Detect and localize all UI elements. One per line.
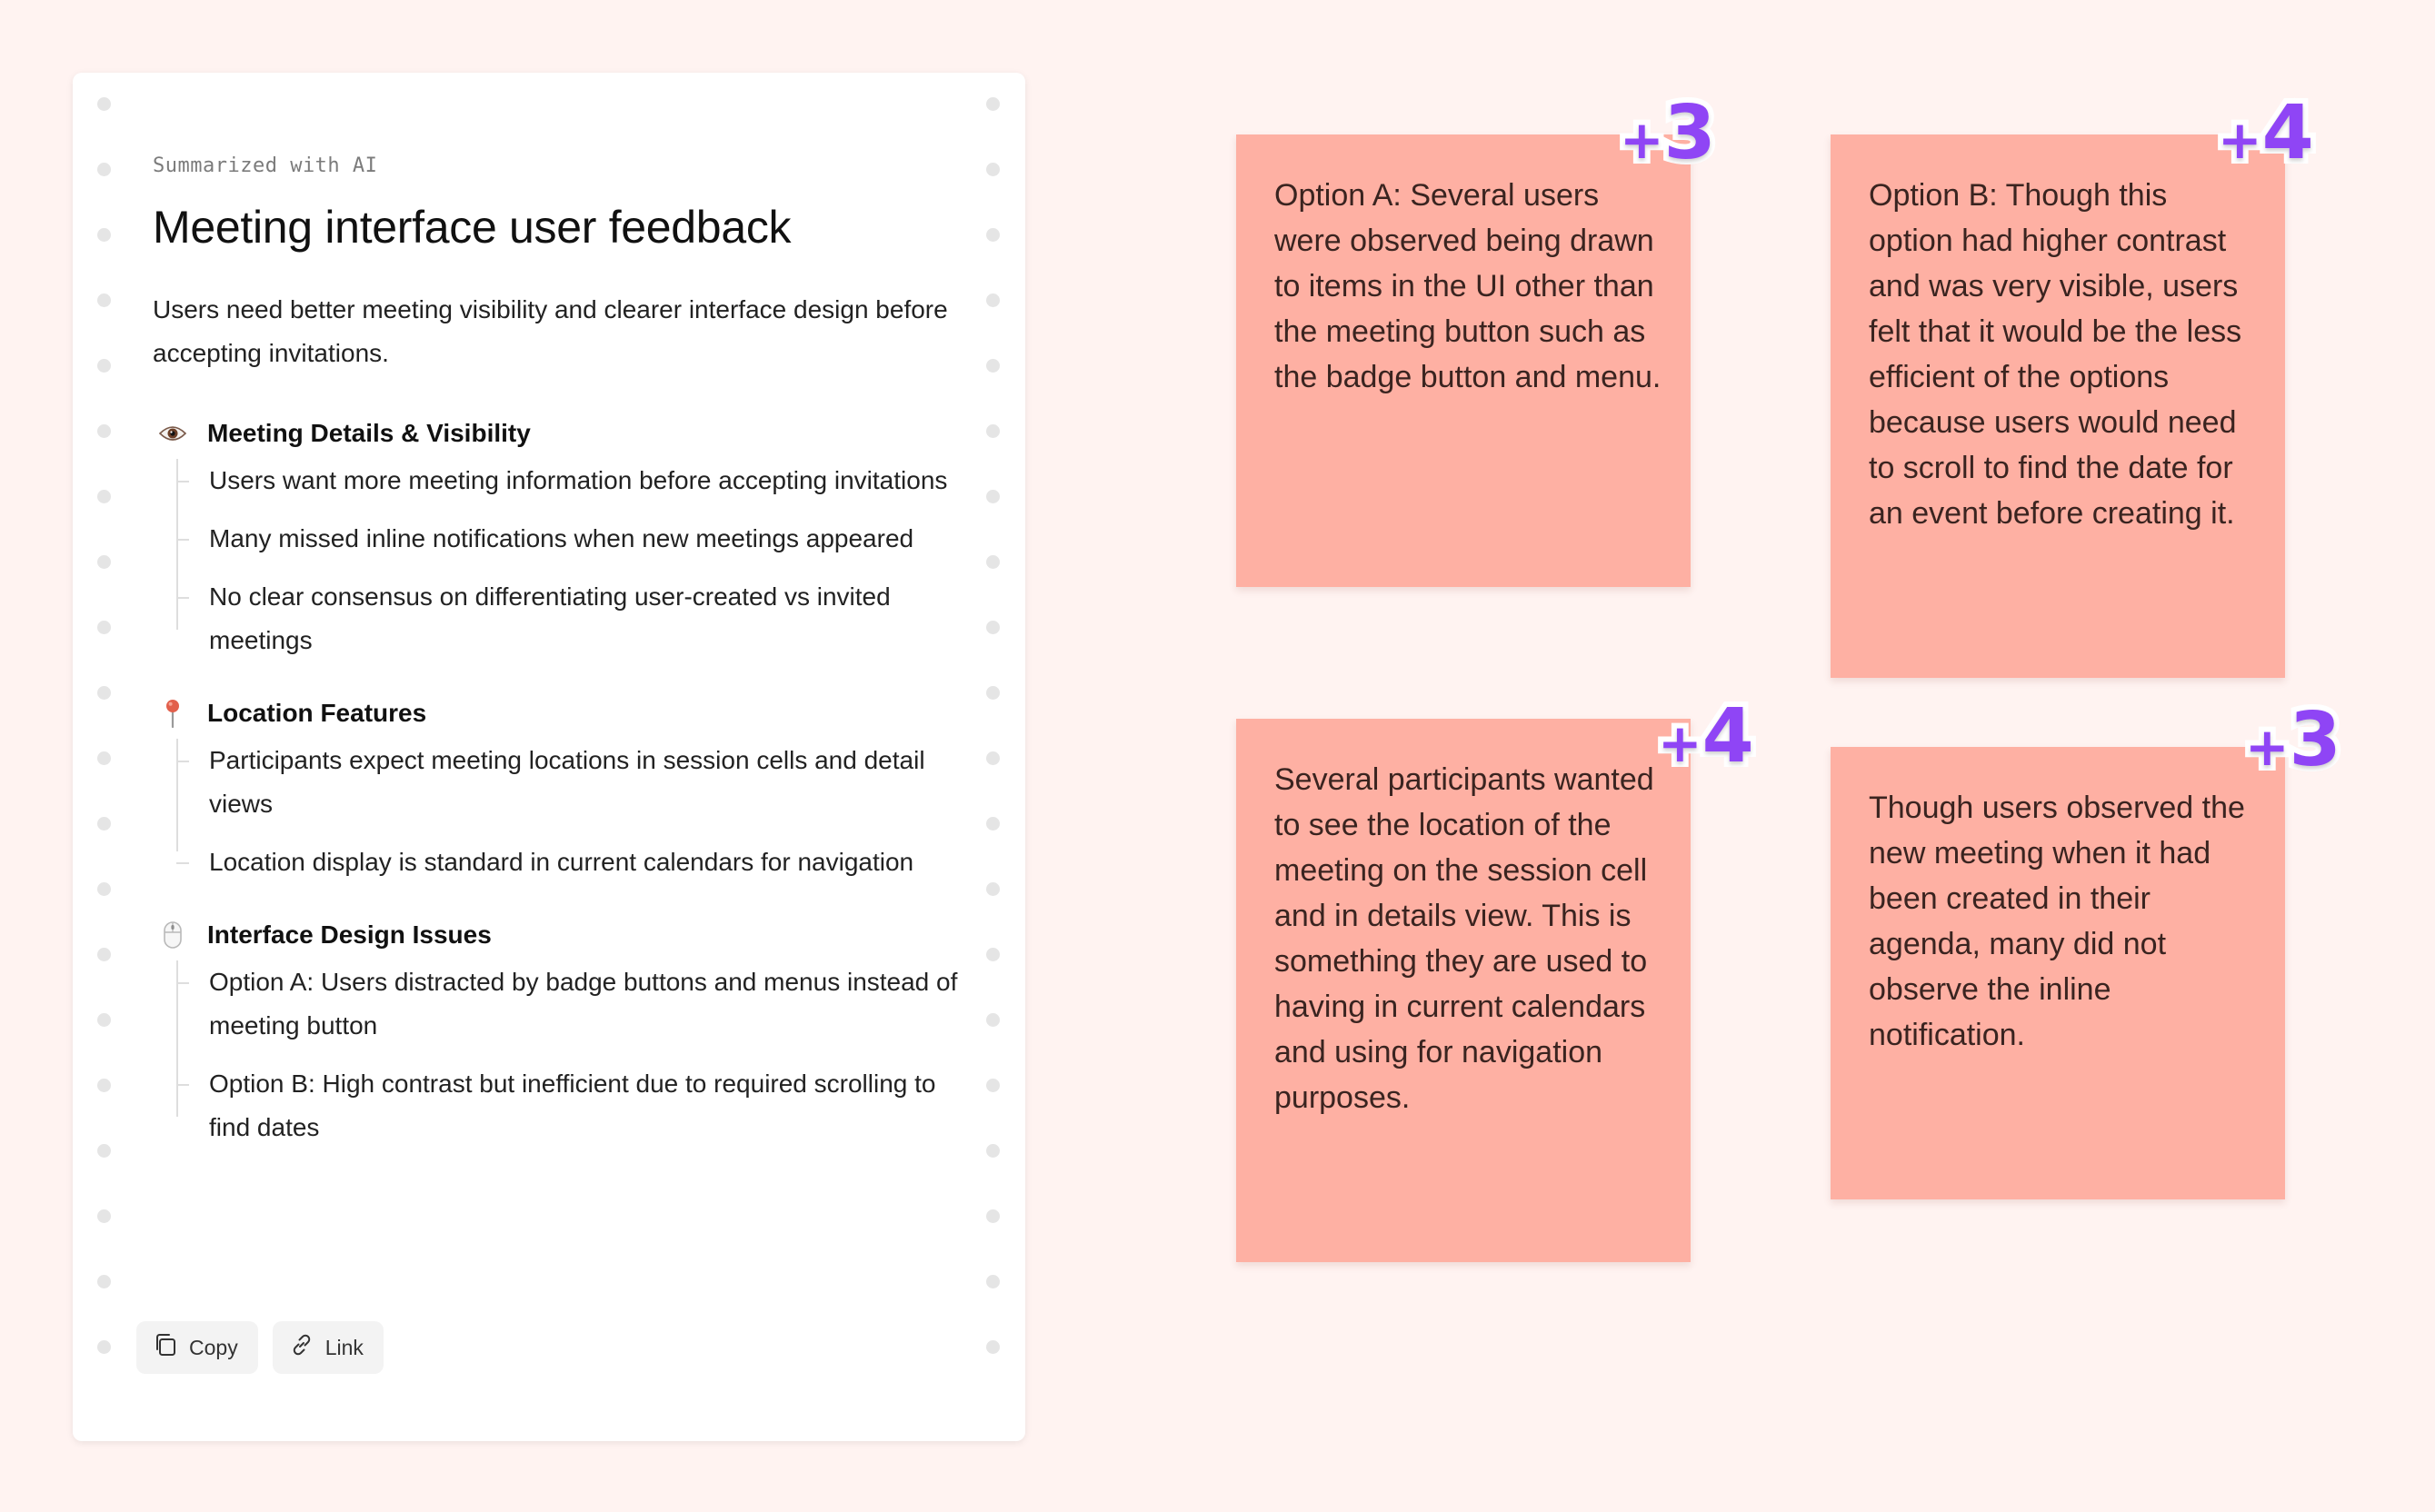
mouse-icon	[156, 919, 189, 951]
perforation-dot	[97, 686, 111, 700]
perforation-dot	[986, 1209, 1000, 1223]
ai-summary-card[interactable]: Summarized with AI Meeting interface use…	[73, 73, 1025, 1441]
section-header: Location Features	[153, 695, 971, 731]
section-title: Location Features	[207, 699, 427, 727]
perforation-dot	[97, 817, 111, 831]
perforation-dot	[986, 1144, 1000, 1158]
section-header: Meeting Details & Visibility	[153, 415, 971, 452]
perforation-dot	[986, 163, 1000, 176]
bullet-list: Users want more meeting information befo…	[176, 459, 971, 662]
perforation-dot	[97, 1275, 111, 1288]
plus-icon: +	[2240, 715, 2295, 779]
perforation-dot	[986, 817, 1000, 831]
perforation-dot	[986, 424, 1000, 438]
link-icon	[289, 1332, 314, 1363]
perforation-dot	[986, 228, 1000, 242]
perforation-dot	[97, 293, 111, 307]
copy-button[interactable]: Copy	[136, 1321, 258, 1374]
perforation-dot	[986, 555, 1000, 569]
link-button[interactable]: Link	[272, 1321, 384, 1374]
card-content: Summarized with AI Meeting interface use…	[153, 154, 971, 1149]
pin-icon	[156, 697, 189, 730]
perforation-dot	[986, 1013, 1000, 1027]
summary-title: Meeting interface user feedback	[153, 202, 792, 253]
perforation-dot	[97, 1013, 111, 1027]
eye-icon	[156, 417, 189, 450]
section-interface-design: Interface Design Issues Option A: Users …	[153, 917, 971, 1149]
list-item: Participants expect meeting locations in…	[176, 739, 971, 826]
section-location-features: Location Features Participants expect me…	[153, 695, 971, 884]
perforation-dot	[986, 490, 1000, 503]
perforation-dot	[986, 293, 1000, 307]
perforation-dot	[986, 882, 1000, 896]
perforation-dot	[986, 751, 1000, 765]
section-meeting-details: Meeting Details & Visibility Users want …	[153, 415, 971, 662]
perforation-dot	[97, 621, 111, 634]
vote-count-badge: +4	[1652, 693, 1760, 780]
perforation-dot	[986, 359, 1000, 373]
perforation-dot	[97, 424, 111, 438]
copy-icon	[153, 1332, 178, 1363]
perforation-dot	[97, 948, 111, 961]
perforation-dot	[97, 1209, 111, 1223]
section-header: Interface Design Issues	[153, 917, 971, 953]
perforation-dot	[97, 228, 111, 242]
copy-label: Copy	[189, 1335, 238, 1359]
plus-icon: +	[1652, 711, 1708, 775]
perforation-dot	[986, 1340, 1000, 1354]
perforation-dot	[97, 163, 111, 176]
summary-text: Users need better meeting visibility and…	[153, 295, 948, 367]
perforation-dot	[986, 97, 1000, 111]
card-right-dots	[986, 73, 1001, 1441]
vote-count-badge: +3	[2240, 697, 2347, 783]
list-item: Option A: Users distracted by badge butt…	[176, 960, 971, 1048]
card-left-dots	[97, 73, 112, 1441]
perforation-dot	[97, 490, 111, 503]
perforation-dot	[986, 621, 1000, 634]
sticky-note-text: Option B: Though this option had higher …	[1869, 178, 2242, 531]
sticky-note-text: Option A: Several users were observed be…	[1274, 178, 1662, 394]
perforation-dot	[986, 1275, 1000, 1288]
perforation-dot	[97, 1079, 111, 1092]
sticky-note-notification[interactable]: Though users observed the new meeting wh…	[1831, 747, 2285, 1199]
sticky-note-location[interactable]: Several participants wanted to see the l…	[1236, 719, 1691, 1262]
perforation-dot	[986, 686, 1000, 700]
sticky-note-option-b[interactable]: Option B: Though this option had higher …	[1831, 134, 2285, 678]
section-title: Meeting Details & Visibility	[207, 419, 531, 447]
summary-eyebrow: Summarized with AI	[153, 154, 378, 177]
perforation-dot	[986, 1079, 1000, 1092]
plus-icon: +	[1614, 108, 1670, 172]
vote-count-badge: +4	[2212, 90, 2320, 176]
link-label: Link	[324, 1335, 364, 1359]
section-title: Interface Design Issues	[207, 920, 492, 949]
list-item: Option B: High contrast but inefficient …	[176, 1062, 971, 1149]
perforation-dot	[97, 97, 111, 111]
perforation-dot	[97, 359, 111, 373]
perforation-dot	[97, 751, 111, 765]
list-item: Location display is standard in current …	[176, 841, 971, 884]
sticky-note-text: Though users observed the new meeting wh…	[1869, 791, 2245, 1052]
perforation-dot	[97, 1340, 111, 1354]
plus-icon: +	[2212, 108, 2268, 172]
bullet-list: Option A: Users distracted by badge butt…	[176, 960, 971, 1149]
sticky-note-option-a[interactable]: Option A: Several users were observed be…	[1236, 134, 1691, 587]
sticky-note-text: Several participants wanted to see the l…	[1274, 762, 1654, 1115]
perforation-dot	[986, 948, 1000, 961]
perforation-dot	[97, 1144, 111, 1158]
list-item: No clear consensus on differentiating us…	[176, 575, 971, 662]
perforation-dot	[97, 555, 111, 569]
perforation-dot	[97, 882, 111, 896]
vote-count-badge: +3	[1614, 90, 1721, 176]
bullet-list: Participants expect meeting locations in…	[176, 739, 971, 884]
card-actions: Copy Link	[136, 1321, 384, 1374]
list-item: Users want more meeting information befo…	[176, 459, 971, 502]
list-item: Many missed inline notifications when ne…	[176, 517, 971, 561]
